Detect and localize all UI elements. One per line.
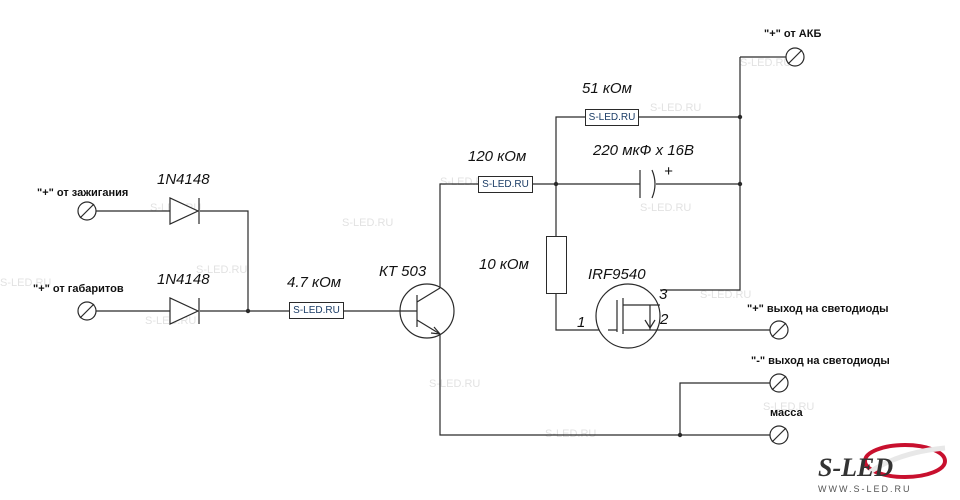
resistor-51k: S-LED.RU <box>585 109 639 126</box>
r-base-label: 4.7 кОм <box>287 274 342 291</box>
mosfet-irf9540 <box>595 283 770 349</box>
logo-swoosh <box>863 443 947 479</box>
svg-text:S-LED.RU: S-LED.RU <box>0 277 51 289</box>
label-ignition: "+" от зажигания <box>37 187 129 199</box>
diode-1-label: 1N4148 <box>157 171 210 188</box>
label-parking: "+" от габаритов <box>33 283 124 295</box>
svg-text:S-LED.RU: S-LED.RU <box>196 264 247 276</box>
logo-text: S-LED <box>818 453 894 482</box>
transistor-kt503 <box>399 283 455 339</box>
label-battery: "+" от АКБ <box>764 28 822 40</box>
terminal-parking <box>77 301 97 321</box>
mosfet-label: IRF9540 <box>588 266 646 283</box>
terminal-ground <box>769 425 789 445</box>
mosfet-pin-2: 2 <box>660 311 669 328</box>
r-top-label: 51 кОм <box>582 80 632 97</box>
terminal-battery <box>770 47 805 67</box>
resistor-120k: S-LED.RU <box>478 176 533 193</box>
terminal-minus-out <box>769 373 789 393</box>
diode-2-label: 1N4148 <box>157 271 210 288</box>
capacitor-label: 220 мкФ х 16В <box>593 142 695 159</box>
r-gate-label: 10 кОм <box>479 256 529 273</box>
resistor-10k <box>546 236 567 294</box>
transistor-label: КТ 503 <box>379 263 427 280</box>
label-plus-out: "+" выход на светодиоды <box>747 303 889 315</box>
mosfet-pin-1: 1 <box>577 314 586 331</box>
svg-text:S-LED.RU: S-LED.RU <box>700 289 751 301</box>
label-minus-out: "-" выход на светодиоды <box>751 355 890 367</box>
svg-text:S-LED.RU: S-LED.RU <box>429 378 480 390</box>
capacitor-plus: + <box>664 163 673 180</box>
capacitor <box>639 169 656 199</box>
label-ground: масса <box>770 407 803 419</box>
svg-text:S-LED.RU: S-LED.RU <box>650 102 701 114</box>
diode-2 <box>169 297 200 325</box>
r-collector-label: 120 кОм <box>468 148 527 165</box>
diode-1 <box>169 197 200 225</box>
terminal-ignition <box>77 201 97 221</box>
svg-text:S-LED.RU: S-LED.RU <box>545 428 596 440</box>
svg-text:S-LED.RU: S-LED.RU <box>342 217 393 229</box>
terminal-plus-out <box>769 320 789 340</box>
svg-text:S-LED.RU: S-LED.RU <box>740 57 791 69</box>
svg-text:S-LED.RU: S-LED.RU <box>640 202 691 214</box>
mosfet-pin-3: 3 <box>659 286 668 303</box>
svg-text:S-LED.RU: S-LED.RU <box>763 401 814 413</box>
resistor-4k7: S-LED.RU <box>289 302 344 319</box>
logo-url: WWW.S-LED.RU <box>818 484 912 494</box>
